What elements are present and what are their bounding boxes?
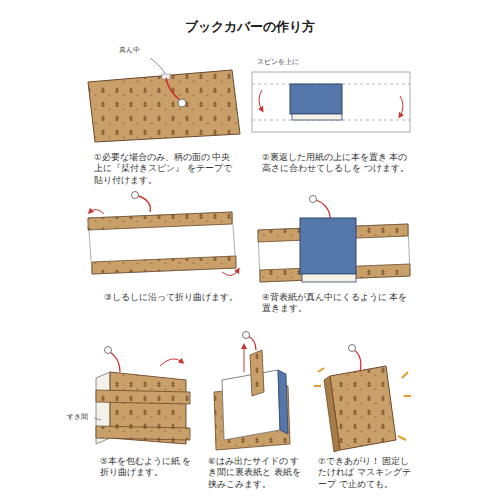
illustration-part — [88, 212, 232, 230]
step3-folded-paper — [88, 192, 238, 276]
page-title: ブックカバーの作り方 — [185, 18, 315, 36]
step2-paper — [252, 72, 410, 132]
illustration-part — [259, 90, 262, 110]
illustration-part — [96, 426, 190, 440]
illustration-part — [250, 350, 264, 396]
illustration-part — [302, 274, 356, 282]
step-caption: ⑤本を包むように紙 を折り曲げます。 — [100, 456, 192, 479]
illustration-part — [90, 209, 104, 214]
illustration-part — [243, 332, 250, 339]
step1-sheet — [88, 58, 240, 142]
illustration-part — [252, 72, 410, 132]
illustration-part — [318, 368, 324, 372]
illustration-part — [316, 200, 330, 218]
step-caption: ④背表紙が真ん中にくるように 本を置きます。 — [262, 292, 410, 315]
illustration-part — [402, 372, 408, 378]
step-caption: ⑥はみ出たサイドの すき間に裏表紙と 表紙を挟みこみます。 — [208, 456, 304, 490]
illustration-part — [92, 256, 236, 274]
step-caption: ①必要な場合のみ、柄の面の 中央上に『栞付きスピン』 をテープで貼り付けます。 — [94, 152, 234, 186]
pointer-label: すき間 — [66, 413, 89, 422]
illustration-part — [244, 346, 245, 372]
illustration-part — [88, 212, 236, 274]
step4-book-on-paper — [258, 196, 410, 283]
illustration-part — [110, 352, 120, 372]
illustration-part — [166, 78, 180, 100]
illustration-part — [330, 366, 396, 450]
step-caption: ②裏返した用紙の上に本を置き 本の高さに合わせてしるしを つけます。 — [262, 152, 410, 175]
illustration-part — [398, 436, 406, 440]
illustration-part — [300, 218, 356, 274]
illustration-part — [354, 350, 361, 372]
illustration-part — [138, 196, 150, 212]
illustration-part — [314, 385, 321, 387]
illustration-part — [310, 196, 317, 203]
illustration-part — [400, 96, 403, 116]
illustration-part — [105, 347, 112, 354]
illustration-part — [248, 336, 256, 350]
illustration-part — [150, 58, 166, 76]
step7-finished — [314, 345, 411, 453]
step-caption: ⑦できあがり！ 固定したければ マスキングテープ で止めても。 — [318, 456, 414, 490]
illustration-part — [292, 114, 342, 120]
illustration-part — [178, 99, 186, 107]
illustration-part — [290, 84, 342, 114]
pointer-label: スピンを上に — [256, 58, 300, 67]
illustration-part — [132, 192, 139, 199]
step-caption: ③しるしに沿って折り曲げます。 — [104, 292, 254, 303]
pointer-label: 真ん中 — [118, 46, 141, 55]
illustration-part — [88, 70, 240, 142]
illustration-part — [349, 345, 356, 352]
illustration-part — [278, 370, 288, 434]
step5-wrapping — [94, 347, 190, 445]
illustration-part — [222, 270, 238, 276]
illustration-part — [94, 418, 101, 420]
illustration-part — [404, 395, 411, 397]
step6-tucking — [214, 332, 290, 451]
illustration-part — [96, 390, 190, 404]
illustration-part — [160, 359, 182, 366]
illustration-part — [324, 376, 340, 452]
